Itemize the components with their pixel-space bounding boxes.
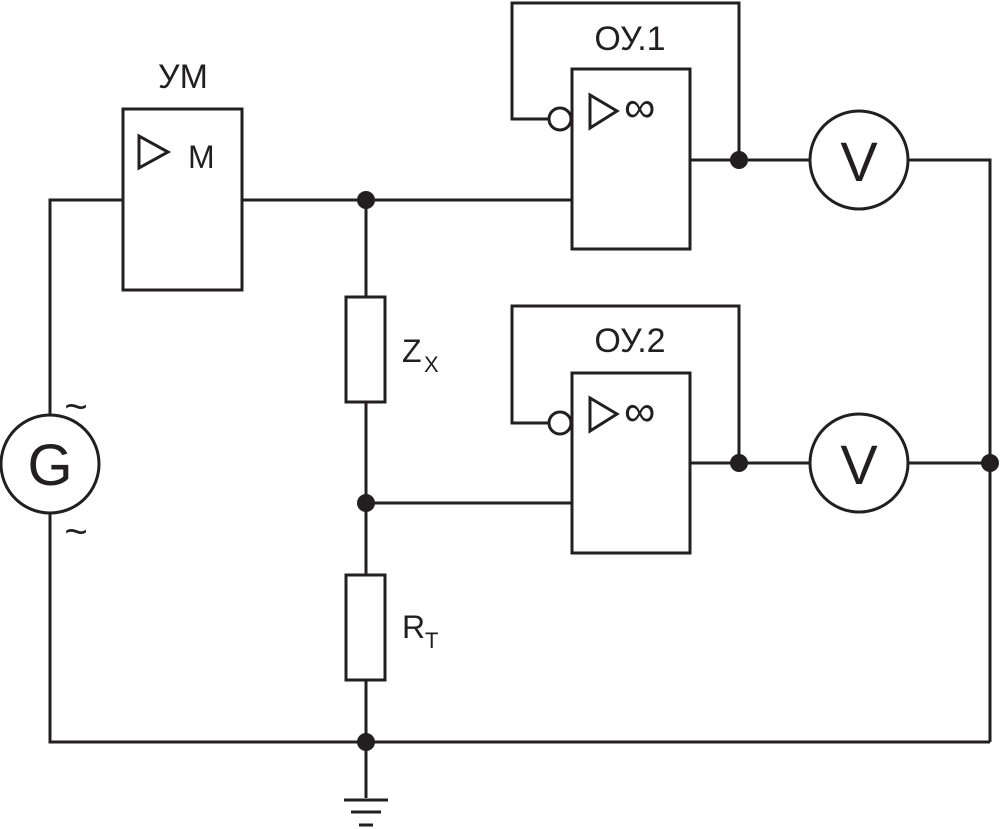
amplifier-symbol: M <box>188 139 215 175</box>
amplifier-title: УМ <box>158 58 208 96</box>
wire-gen-to-amp <box>48 198 123 415</box>
opamp1-inverting-input-icon <box>547 106 573 132</box>
voltmeter2-label: V <box>840 433 878 496</box>
opamp1-title: ОУ.1 <box>594 20 665 58</box>
impedance-zx-subscript: X <box>424 352 439 377</box>
resistor-rt-subscript: T <box>425 628 438 653</box>
generator: G ~ ~ <box>0 385 101 554</box>
impedance-zx: Z X <box>344 295 439 404</box>
voltmeter-2: V <box>808 412 910 514</box>
junction-node <box>730 454 748 472</box>
opamp2-triangle-icon <box>588 395 620 434</box>
opamp1-box <box>570 67 692 251</box>
junction-node <box>730 151 748 169</box>
tilde-top: ~ <box>64 385 87 429</box>
opamp-2: ОУ.2 ∞ <box>547 322 692 555</box>
voltmeter1-icon <box>808 109 910 211</box>
generator-icon <box>0 413 101 515</box>
wire-vm1-to-right-rail <box>908 158 992 742</box>
opamp2-inverting-input-icon <box>547 410 573 436</box>
wire-opamp1-feedback <box>510 1 741 160</box>
resistor-rt: R T <box>344 573 438 682</box>
junction-node <box>357 733 375 751</box>
amplifier-block: УМ M <box>121 58 244 292</box>
ground-icon <box>344 798 388 827</box>
wires <box>48 1 992 798</box>
resistor-rt-box <box>344 573 387 682</box>
opamp2-box <box>570 371 692 555</box>
opamp1-triangle-icon <box>588 92 620 131</box>
opamp2-infinity-icon: ∞ <box>624 387 655 436</box>
impedance-zx-box <box>344 295 387 404</box>
wire-opamp2-feedback <box>510 304 741 463</box>
generator-label: G <box>27 433 72 498</box>
impedance-zx-label: Z <box>402 333 422 369</box>
voltmeter2-icon <box>808 412 910 514</box>
amplifier-triangle-icon <box>137 133 172 171</box>
resistor-rt-label: R <box>402 609 425 645</box>
opamp2-title: ОУ.2 <box>594 322 665 360</box>
junction-node <box>357 191 375 209</box>
junction-node <box>357 494 375 512</box>
opamp-1: ОУ.1 ∞ <box>547 20 692 251</box>
opamp1-infinity-icon: ∞ <box>624 83 655 132</box>
junction-nodes <box>357 151 999 751</box>
voltmeter-1: V <box>808 109 910 211</box>
voltmeter1-label: V <box>840 130 878 193</box>
junction-node <box>981 454 999 472</box>
wire-gen-to-ground-rail <box>48 513 990 744</box>
tilde-bottom: ~ <box>64 510 87 554</box>
